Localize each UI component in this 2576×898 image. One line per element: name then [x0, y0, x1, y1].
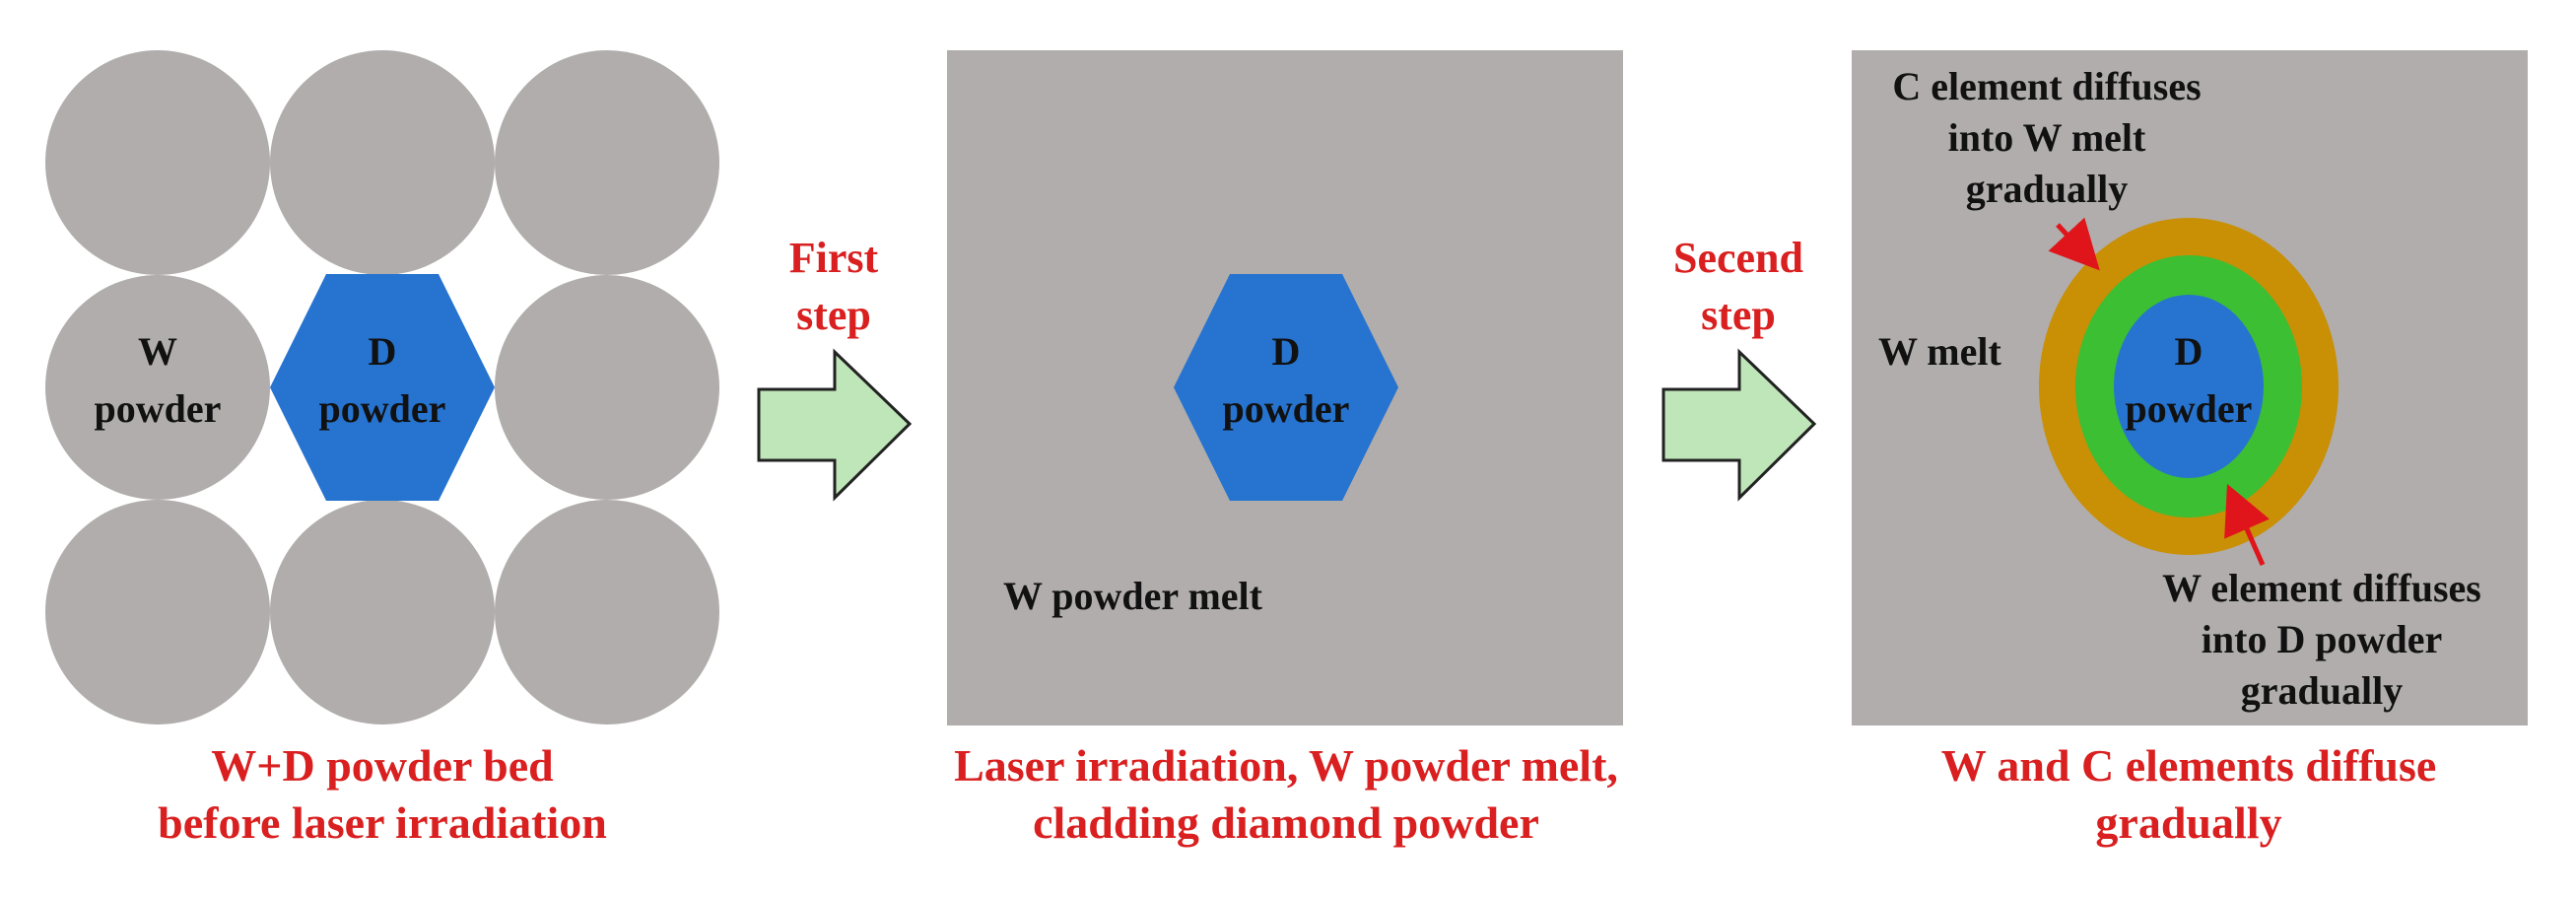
first-step-arrow: First step — [757, 234, 913, 502]
c-diffusion-annotation: gradually — [1966, 167, 2128, 211]
w-powder-particle — [45, 50, 270, 275]
diamond-powder-core — [2114, 295, 2264, 478]
panel1-caption: W+D powder bed — [211, 740, 554, 791]
panel-laser-irradiation: D powder W powder melt Laser irradiation… — [947, 50, 1623, 848]
d-powder-label: D — [369, 329, 397, 374]
c-diffusion-pointer-arrow — [2048, 217, 2100, 271]
panel2-caption: cladding diamond powder — [1033, 797, 1539, 848]
w-powder-melt-label: W powder melt — [1003, 574, 1263, 618]
d-powder-label: powder — [319, 386, 446, 431]
panel1-caption: before laser irradiation — [158, 797, 607, 848]
panel2-caption: Laser irradiation, W powder melt, — [954, 740, 1618, 791]
c-diffusion-annotation: into W melt — [1948, 115, 2146, 160]
d-powder-label: powder — [1223, 386, 1350, 431]
w-powder-label: powder — [95, 386, 222, 431]
right-arrow-icon — [1661, 348, 1817, 502]
w-diffusion-annotation: W element diffuses — [2162, 566, 2481, 610]
second-step-label: step — [1701, 291, 1776, 339]
w-diffusion-pointer-arrow — [2224, 483, 2270, 567]
w-powder-particle — [495, 500, 719, 725]
d-powder-label: D — [2175, 329, 2203, 374]
panel-powder-bed: W powder D powder W+D powder bed before … — [45, 50, 719, 848]
w-powder-particle — [270, 500, 495, 725]
w-powder-particle — [45, 500, 270, 725]
w-powder-particle — [495, 275, 719, 500]
diamond-powder-hexagon — [1174, 274, 1398, 501]
w-diffusion-annotation: into D powder — [2202, 617, 2442, 661]
panel3-caption: gradually — [2095, 797, 2281, 848]
panel3-caption: W and C elements diffuse — [1941, 740, 2437, 791]
first-step-label: step — [796, 291, 871, 339]
d-powder-label: powder — [2126, 386, 2253, 431]
second-step-label: Secend — [1673, 234, 1803, 282]
w-powder-particle — [495, 50, 719, 275]
w-melt-label: W melt — [1878, 329, 2001, 374]
panel-diffusion: D powder C element diffuses into W melt … — [1852, 50, 2528, 848]
second-step-arrow: Secend step — [1661, 234, 1817, 502]
w-powder-particle — [270, 50, 495, 275]
w-powder-label: W — [138, 329, 177, 374]
c-diffusion-annotation: C element diffuses — [1892, 64, 2201, 108]
d-powder-label: D — [1272, 329, 1301, 374]
w-diffusion-annotation: gradually — [2241, 668, 2403, 713]
diamond-powder-hexagon — [270, 274, 495, 501]
first-step-label: First — [789, 234, 879, 282]
w-powder-particle-labeled — [45, 275, 270, 500]
right-arrow-icon — [757, 348, 913, 502]
